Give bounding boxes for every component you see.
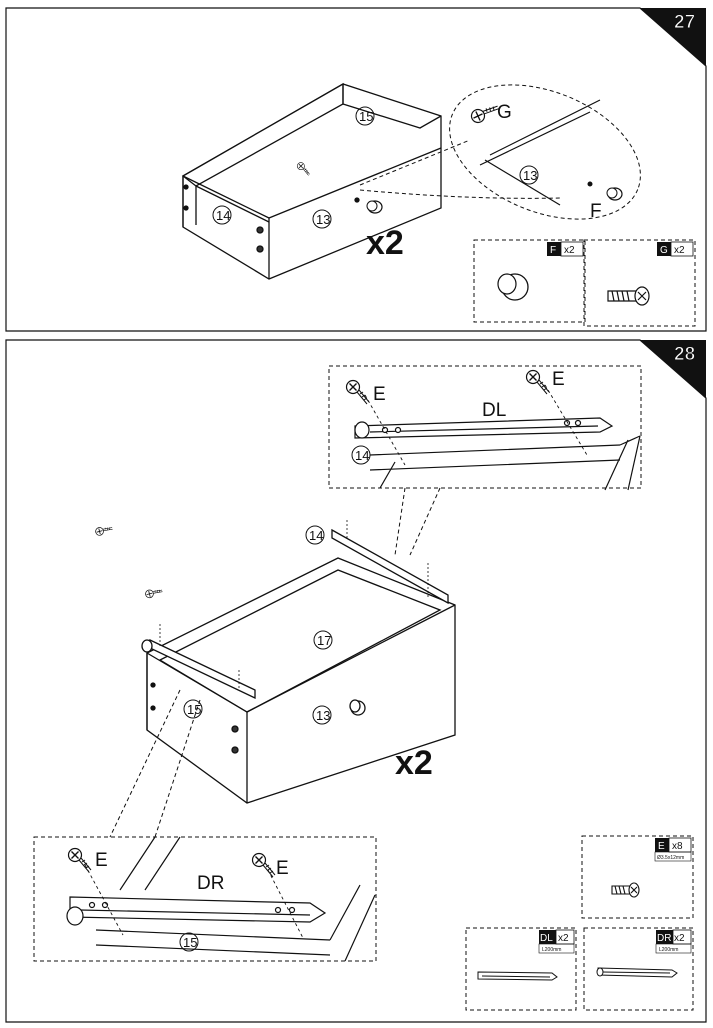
detail-part-14: 14: [355, 448, 369, 463]
part-14: 14: [216, 208, 230, 223]
hardware-qty: x2: [674, 245, 685, 256]
multiplier: x2: [366, 224, 404, 262]
hardware-qty: x2: [558, 933, 569, 944]
hardware-box-DR: DR x2 L200mm: [583, 927, 694, 1011]
label-E: E: [276, 858, 289, 879]
part-13: 13: [316, 708, 330, 723]
drawer-with-slides: [141, 528, 456, 804]
hardware-spec: L200mm: [659, 947, 678, 953]
knob-icon: [497, 273, 529, 301]
detail-part-13: 13: [523, 168, 537, 183]
step-number-badge: [640, 340, 706, 398]
drawer-slide-icon: [596, 967, 678, 978]
step-number: 27: [674, 12, 695, 33]
drawer-slide-icon: [477, 971, 558, 981]
part-13: 13: [316, 212, 330, 227]
hardware-qty: x8: [672, 841, 683, 852]
hardware-qty: x2: [674, 933, 685, 944]
hardware-qty: x2: [564, 245, 575, 256]
label-E: E: [95, 850, 108, 871]
part-15: 15: [187, 702, 201, 717]
label-E: E: [373, 384, 386, 405]
part-17: 17: [317, 633, 331, 648]
label-F: F: [590, 201, 602, 222]
screw-icon: [607, 286, 650, 306]
slide-DR-detail: [66, 836, 376, 962]
detail-part-15: 15: [183, 935, 197, 950]
hardware-code: F: [550, 245, 556, 256]
part-15: 15: [359, 109, 373, 124]
hardware-spec: Ø3.5x12mm: [657, 855, 684, 861]
drawer-box: [181, 82, 442, 280]
hardware-box-E: E x8 Ø3.5x12mm: [581, 835, 694, 919]
hardware-box-G: G x2: [583, 239, 696, 327]
hardware-code: E: [658, 841, 665, 852]
step-27-panel: 27 15 14 13 x2: [5, 7, 707, 332]
hardware-code: G: [660, 245, 668, 256]
screw-icon: [611, 882, 640, 898]
hardware-code: DR: [657, 933, 671, 944]
step-number: 28: [674, 344, 695, 365]
step-number-badge: [640, 8, 706, 66]
label-DR: DR: [197, 873, 224, 894]
part-14: 14: [309, 528, 323, 543]
hardware-spec: L200mm: [542, 947, 561, 953]
hardware-box-F: F x2: [473, 239, 586, 323]
step-28-panel: 28 E E DL 14: [5, 339, 707, 1023]
hardware-box-DL: DL x2 L200mm: [465, 927, 577, 1011]
label-G: G: [497, 102, 512, 123]
hardware-code: DL: [540, 933, 553, 944]
label-DL: DL: [482, 400, 506, 421]
label-E: E: [552, 369, 565, 390]
multiplier: x2: [395, 744, 433, 782]
slide-DL-detail: [354, 417, 641, 491]
